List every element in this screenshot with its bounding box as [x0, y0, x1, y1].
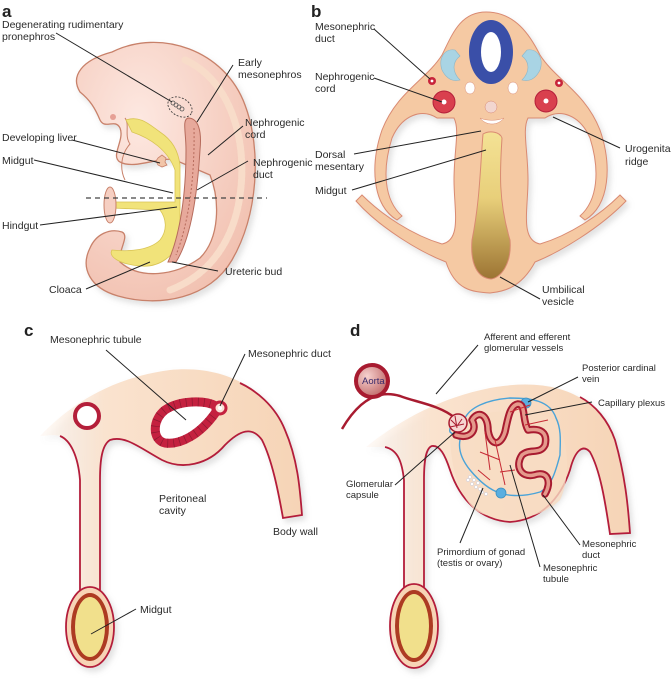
panel-b-leaders	[351, 28, 621, 300]
notochord	[484, 100, 498, 114]
label-body-wall: Body wall	[273, 526, 318, 538]
label-posterior-cardinal-vein: Posterior cardinal vein	[582, 363, 659, 385]
glomerulus-loops	[449, 415, 465, 429]
nephrogenic-cord-left-lumen	[441, 99, 447, 105]
mesonephric-tubule-c	[150, 397, 221, 448]
label-nephrogenic-cord-a: Nephrogenic cord	[245, 117, 307, 141]
neural-canal	[481, 32, 501, 72]
nephrogenic-duct	[175, 127, 195, 256]
pronephros-outline	[167, 96, 193, 118]
somite-right	[521, 49, 542, 81]
coelom-crescent	[479, 117, 505, 125]
capillary-plexus-outline	[449, 397, 562, 497]
body-wall-outline	[59, 382, 303, 595]
label-degenerating-pronephros: Degenerating rudimentary pronephros	[2, 19, 126, 43]
somite-left	[440, 49, 461, 81]
body-wall-outline-d	[384, 396, 631, 590]
label-cloaca: Cloaca	[49, 284, 82, 296]
label-mesonephric-duct-c: Mesonephric duct	[248, 348, 331, 360]
hindgut-stub	[103, 186, 117, 224]
label-nephrogenic-cord-b: Nephrogenic cord	[315, 71, 377, 95]
label-glomerular-vessels: Afferent and efferent glomerular vessels	[484, 332, 573, 354]
label-midgut-c: Midgut	[140, 604, 172, 616]
eye-spot	[110, 114, 116, 120]
label-early-mesonephros: Early mesonephros	[238, 57, 302, 81]
panel-letter-b: b	[311, 2, 321, 21]
label-hindgut: Hindgut	[2, 220, 38, 232]
panel-letter-c: c	[24, 321, 33, 340]
pronephros-coils	[170, 100, 185, 112]
label-primordium-of-gonad: Primordium of gonad (testis or ovary)	[437, 547, 528, 569]
embryo-body	[75, 41, 256, 302]
somite-band	[166, 56, 246, 294]
label-developing-liver: Developing liver	[2, 132, 77, 144]
panel-d-leaders	[394, 344, 593, 568]
capillary-network	[477, 404, 549, 486]
panel-c-leaders	[90, 349, 246, 635]
panel-c: c Mesonephric tubule Mesonephric duct	[24, 321, 331, 668]
head-contour	[121, 117, 131, 181]
mesonephric-duct-right-lumen	[557, 81, 561, 85]
label-nephrogenic-duct: Nephrogenic duct	[253, 157, 315, 181]
panel-a-leaders	[33, 32, 249, 290]
aorta-ring-c	[73, 402, 101, 430]
label-umbilical-vesicle: Umbilical vesicle	[542, 284, 588, 308]
aorta-vessel-branch	[340, 392, 456, 430]
label-aorta: Aorta	[362, 376, 385, 387]
label-mesonephric-duct-b: Mesonephric duct	[315, 21, 378, 45]
label-mesonephric-duct-d: Mesonephric duct	[582, 539, 639, 561]
panel-letter-d: d	[350, 321, 360, 340]
mesonephric-duct-c-lumen	[218, 406, 222, 410]
panel-d: d	[340, 321, 665, 669]
label-midgut-a: Midgut	[2, 155, 34, 167]
midgut-lumen-c	[75, 597, 105, 657]
gonad-primordium-cells	[466, 475, 488, 496]
dorsal-aorta-right	[507, 81, 519, 95]
midgut-umbilical-vesicle	[471, 131, 511, 280]
nephrogenic-cord-right-lumen	[543, 98, 549, 104]
panel-a: a	[2, 2, 315, 302]
label-glomerular-capsule: Glomerular capsule	[346, 479, 396, 501]
panel-letter-a: a	[2, 2, 12, 21]
label-mesonephric-tubule-c: Mesonephric tubule	[50, 334, 142, 346]
body-wall-tissue	[40, 369, 302, 595]
label-urogenital-ridge: Urogenital ridge	[625, 143, 671, 168]
panel-b: b	[311, 2, 671, 308]
aorta	[354, 363, 390, 399]
mesonephric-duct-left-lumen	[430, 79, 434, 83]
glomerulus	[448, 413, 468, 433]
label-ureteric-bud: Ureteric bud	[225, 266, 282, 278]
dorsal-aorta-left	[464, 81, 476, 95]
midgut-lumen-d	[399, 594, 429, 658]
label-capillary-plexus: Capillary plexus	[598, 398, 665, 409]
label-midgut-b: Midgut	[315, 185, 347, 197]
label-dorsal-mesentary: Dorsal mesentary	[315, 149, 365, 173]
label-mesonephric-tubule-d: Mesonephric tubule	[543, 563, 600, 585]
label-peritoneal-cavity: Peritoneal cavity	[159, 493, 209, 517]
mesonephros-bulge	[450, 411, 567, 519]
posterior-cardinal-vein-lower	[495, 487, 507, 499]
mesonephric-tubule-d-lumen	[454, 402, 551, 496]
